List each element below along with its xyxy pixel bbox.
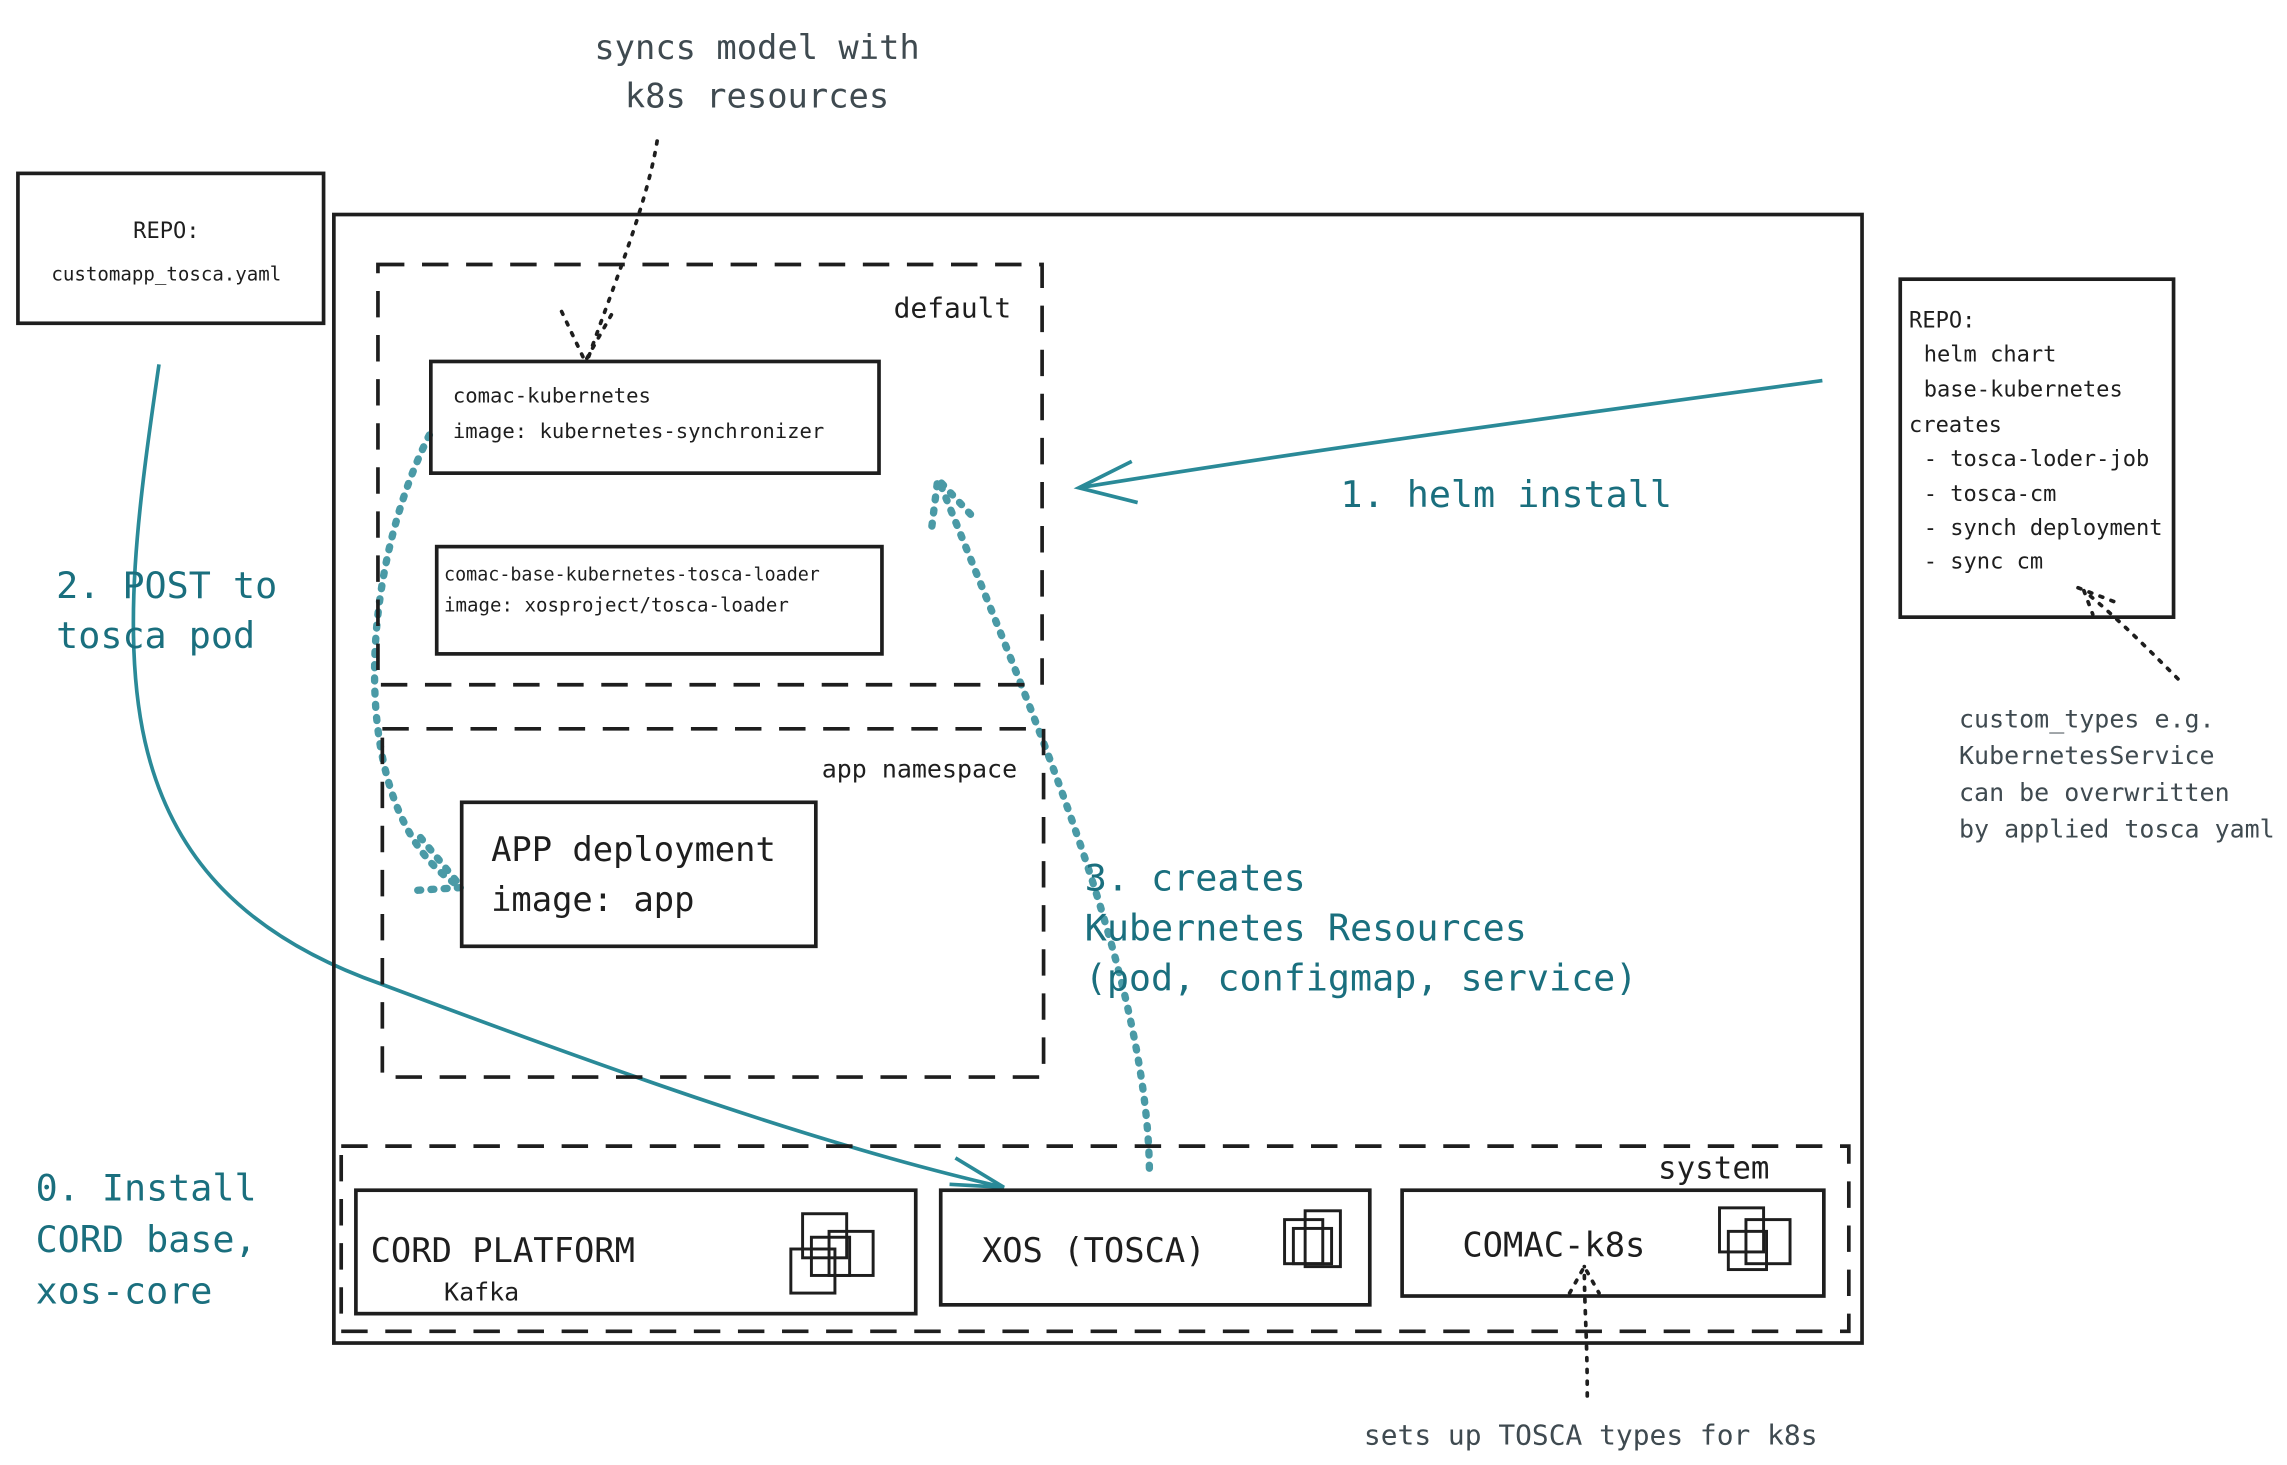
repo-right-line7: - synch deployment <box>1924 516 2163 541</box>
synchronizer-image: image: kubernetes-synchronizer <box>453 419 824 443</box>
repo-right-line8: - sync cm <box>1924 550 2043 575</box>
synchronizer-box <box>429 359 881 475</box>
post-tosca-arrowhead <box>949 1156 1005 1190</box>
custom-types-note-line1: custom_types e.g. <box>1959 704 2215 733</box>
app-namespace-label: app namespace <box>822 754 1017 783</box>
repo-left-title: REPO: <box>133 219 199 244</box>
default-namespace <box>376 262 1044 687</box>
repo-right-line4: creates <box>1909 413 2002 438</box>
syncs-note-arrowhead <box>559 309 614 366</box>
app-namespace <box>380 726 1046 1079</box>
tosca-loader-image: image: xosproject/tosca-loader <box>444 593 789 616</box>
tosca-loader-name: comac-base-kubernetes-tosca-loader <box>444 564 820 585</box>
step3-line2: Kubernetes Resources <box>1085 906 1527 949</box>
repo-right-line3: base-kubernetes <box>1924 378 2123 403</box>
step3-line3: (pod, configmap, service) <box>1085 956 1638 999</box>
custom-types-arrowhead <box>2076 585 2119 617</box>
step2-line1: 2. POST to <box>56 564 277 607</box>
comac-k8s-label: COMAC-k8s <box>1462 1225 1645 1264</box>
app-deployment-name: APP deployment <box>491 830 776 869</box>
repo-right-line6: - tosca-cm <box>1924 482 2057 507</box>
app-deployment-image: image: app <box>491 880 694 919</box>
sync-to-app-arrowhead <box>411 833 470 895</box>
step0-line1: 0. Install <box>36 1167 257 1210</box>
cord-platform-stack-icon <box>789 1212 875 1295</box>
repo-right-line5: - tosca-loder-job <box>1924 447 2150 472</box>
step3-connector <box>937 481 1154 1172</box>
custom-types-connector <box>2082 588 2180 681</box>
step3-line1: 3. creates <box>1085 856 1306 899</box>
syncs-note-connector <box>586 139 659 361</box>
syncs-note-line1: syncs model with <box>594 28 919 67</box>
comac-k8s-stack-icon <box>1718 1206 1792 1272</box>
custom-types-note-line4: by applied tosca yaml <box>1959 815 2275 844</box>
repo-left-box <box>16 171 326 326</box>
custom-types-note-line2: KubernetesService <box>1959 741 2215 770</box>
default-namespace-label: default <box>894 291 1012 324</box>
custom-types-note-line3: can be overwritten <box>1959 778 2230 807</box>
repo-left-file: customapp_tosca.yaml <box>51 263 281 286</box>
helm-install-arrow <box>1078 378 1823 490</box>
system-namespace-label: system <box>1658 1150 1769 1186</box>
cluster-frame <box>332 212 1864 1345</box>
repo-right-line1: REPO: <box>1909 309 1975 334</box>
repo-right-line2: helm chart <box>1924 342 2057 367</box>
step0-line2: CORD base, <box>36 1218 257 1261</box>
post-tosca-arrow <box>131 364 1005 1190</box>
app-deployment-box <box>459 800 818 949</box>
k8s-types-arrowhead <box>1567 1262 1601 1295</box>
synchronizer-name: comac-kubernetes <box>453 384 651 408</box>
syncs-note-line2: k8s resources <box>625 76 889 115</box>
xos-tosca-box <box>938 1188 1372 1307</box>
k8s-types-note: sets up TOSCA types for k8s <box>1364 1418 1818 1451</box>
repo-right-box <box>1898 277 2176 619</box>
cord-platform-box <box>354 1188 918 1316</box>
step1-label: 1. helm install <box>1340 473 1672 516</box>
cord-platform-sublabel: Kafka <box>444 1277 519 1306</box>
xos-tosca-label: XOS (TOSCA) <box>982 1231 1206 1270</box>
system-namespace <box>339 1144 1851 1334</box>
comac-k8s-box <box>1400 1188 1826 1298</box>
tosca-loader-box <box>434 544 884 656</box>
cord-platform-label: CORD PLATFORM <box>371 1231 635 1270</box>
k8s-types-connector <box>1582 1264 1590 1398</box>
step2-line2: tosca pod <box>56 614 255 657</box>
sync-to-app-connector <box>370 431 466 892</box>
step0-line3: xos-core <box>36 1269 213 1312</box>
xos-tosca-stack-icon <box>1283 1209 1342 1269</box>
step3-arrowhead <box>928 470 980 530</box>
helm-install-arrowhead <box>1073 459 1139 505</box>
